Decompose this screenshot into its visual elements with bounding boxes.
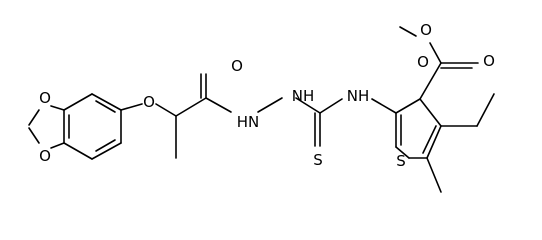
bond xyxy=(395,98,421,114)
bond xyxy=(95,100,116,113)
bond xyxy=(175,97,207,117)
bond xyxy=(419,98,442,127)
atom-label-nh: NH xyxy=(292,87,315,105)
bond xyxy=(295,97,321,114)
atom-label-oxygen: O xyxy=(420,21,432,39)
atom-label-sulfur: S xyxy=(313,151,323,169)
bond xyxy=(120,103,143,111)
bond xyxy=(419,62,442,100)
bond xyxy=(28,109,40,126)
atom-labels: O O O O O HN NH NH O O S S xyxy=(39,21,495,170)
bond xyxy=(50,105,65,111)
atom-label-oxygen: O xyxy=(39,147,51,165)
alkyl-substituents xyxy=(426,93,495,193)
bond xyxy=(91,142,122,160)
bond xyxy=(63,142,93,160)
bond xyxy=(205,97,232,113)
atom-label-oxygen: O xyxy=(231,57,243,75)
bond xyxy=(155,103,177,117)
bond xyxy=(63,93,93,111)
atom-label-nh: NH xyxy=(347,87,370,105)
bond xyxy=(319,98,343,114)
bond xyxy=(426,157,442,193)
bond xyxy=(371,98,397,114)
bond xyxy=(476,93,495,127)
atom-label-nh: HN xyxy=(237,113,260,131)
bond xyxy=(91,93,122,111)
atom-label-oxygen: O xyxy=(143,93,155,111)
bond xyxy=(50,142,65,149)
benzodioxole-ring xyxy=(28,93,122,160)
bond xyxy=(429,42,442,64)
atom-label-sulfur: S xyxy=(396,152,406,170)
thiourea-linker xyxy=(257,97,343,147)
methyl-ester xyxy=(399,26,479,100)
bond xyxy=(422,125,437,154)
bond xyxy=(95,139,116,152)
thiophene-ring xyxy=(371,98,442,159)
atom-label-oxygen: O xyxy=(39,89,51,107)
propanoyl-chain xyxy=(120,73,232,159)
bond xyxy=(28,127,40,144)
bond xyxy=(257,97,283,113)
bond xyxy=(426,125,442,159)
molecule-structure: O O O O O HN NH NH O O S S xyxy=(28,21,495,193)
bond xyxy=(395,146,410,159)
atom-label-oxygen: O xyxy=(483,52,495,70)
structure-canvas: O O O O O HN NH NH O O S S xyxy=(28,21,495,193)
atom-label-oxygen: O xyxy=(417,53,429,71)
bond xyxy=(399,26,417,37)
